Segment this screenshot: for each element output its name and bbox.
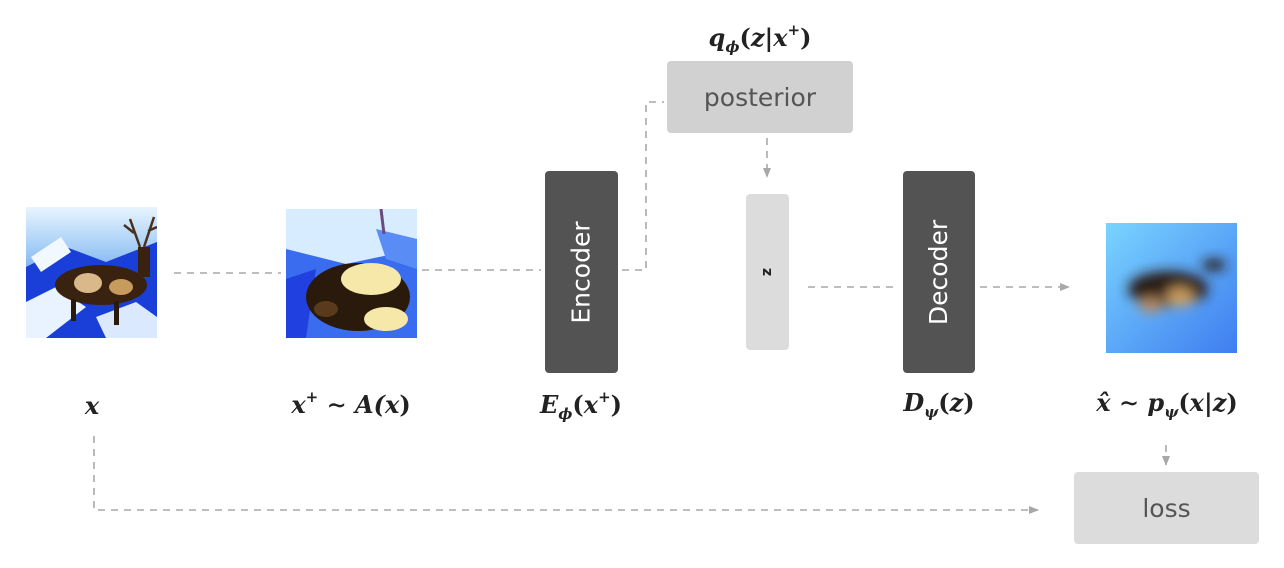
augmentation-math-label: x+ ∼ A(x) <box>291 388 411 419</box>
decoder-box: Decoder <box>903 171 975 373</box>
loss-label: loss <box>1142 493 1191 523</box>
encoder-to-posterior-line <box>622 101 664 271</box>
reconstruction-image <box>1106 223 1237 353</box>
decoder-label: Decoder <box>924 219 954 325</box>
input-math-label: x <box>84 391 100 420</box>
augmented-reindeer-crop-icon <box>286 209 417 338</box>
reconstruction-math-label: x̂ ∼ pψ(x|z) <box>1096 388 1238 421</box>
loss-box: loss <box>1074 472 1259 544</box>
z-label: z <box>759 267 776 277</box>
blurry-reconstruction-icon <box>1106 223 1237 353</box>
input-to-loss-arrow <box>93 436 1039 514</box>
input-image <box>26 207 157 338</box>
z-box: z <box>746 194 789 350</box>
decoder-math-label: Dψ(z) <box>903 388 975 421</box>
posterior-math-label: qϕ(z|x+) <box>708 21 812 56</box>
encoder-math-label: Eϕ(x+) <box>539 388 623 423</box>
posterior-label: posterior <box>703 82 817 112</box>
posterior-box: posterior <box>667 61 853 133</box>
augmented-image <box>286 209 417 338</box>
encoder-box: Encoder <box>545 171 618 373</box>
encoder-label: Encoder <box>567 220 596 324</box>
reindeer-photo-icon <box>26 207 157 338</box>
